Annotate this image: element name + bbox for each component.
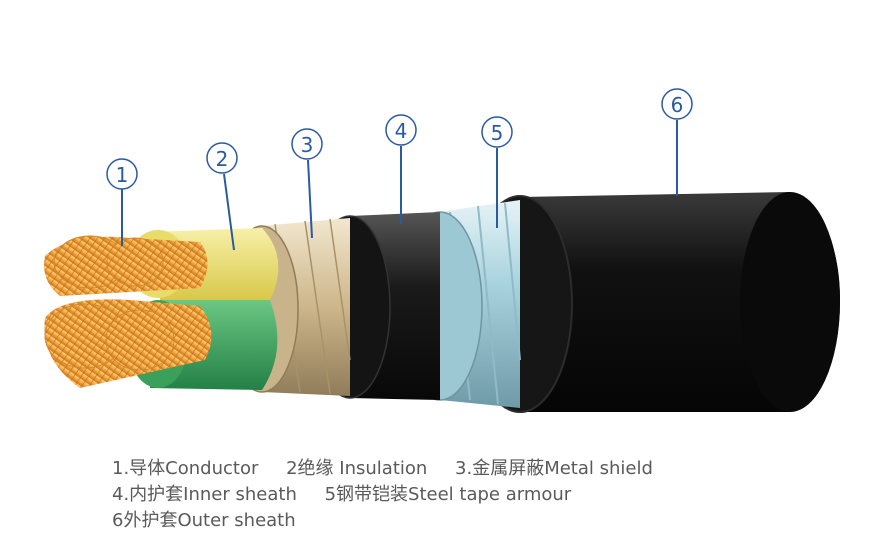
legend-item-conductor: 1.导体Conductor [112, 458, 259, 479]
callout-3: 3 [291, 128, 323, 239]
callout-4: 4 [385, 114, 417, 224]
callout-2: 2 [206, 142, 238, 251]
legend-item-metal-shield: 3.金属屏蔽Metal shield [455, 458, 653, 479]
legend-item-inner-sheath: 4.内护套Inner sheath [112, 484, 297, 505]
legend-row-2: 4.内护套Inner sheath 5钢带铠装Steel tape armour [112, 482, 675, 508]
cable-diagram: 1 2 3 4 5 6 [44, 88, 840, 413]
outer-sheath [467, 192, 840, 413]
svg-text:4: 4 [395, 119, 408, 143]
svg-text:5: 5 [491, 121, 504, 145]
legend: 1.导体Conductor 2绝缘 Insulation 3.金属屏蔽Metal… [112, 456, 675, 534]
callout-1: 1 [106, 158, 138, 246]
callout-6: 6 [661, 88, 693, 196]
svg-text:1: 1 [116, 163, 129, 187]
callout-5: 5 [481, 116, 513, 228]
svg-text:2: 2 [216, 147, 229, 171]
legend-row-1: 1.导体Conductor 2绝缘 Insulation 3.金属屏蔽Metal… [112, 456, 675, 482]
legend-row-3: 6外护套Outer sheath [112, 508, 675, 534]
conductor [44, 235, 212, 388]
svg-text:6: 6 [671, 93, 684, 117]
legend-item-insulation: 2绝缘 Insulation [286, 458, 428, 479]
legend-item-steel-tape-armour: 5钢带铠装Steel tape armour [324, 484, 572, 505]
legend-item-outer-sheath: 6外护套Outer sheath [112, 510, 296, 531]
svg-text:3: 3 [301, 133, 314, 157]
